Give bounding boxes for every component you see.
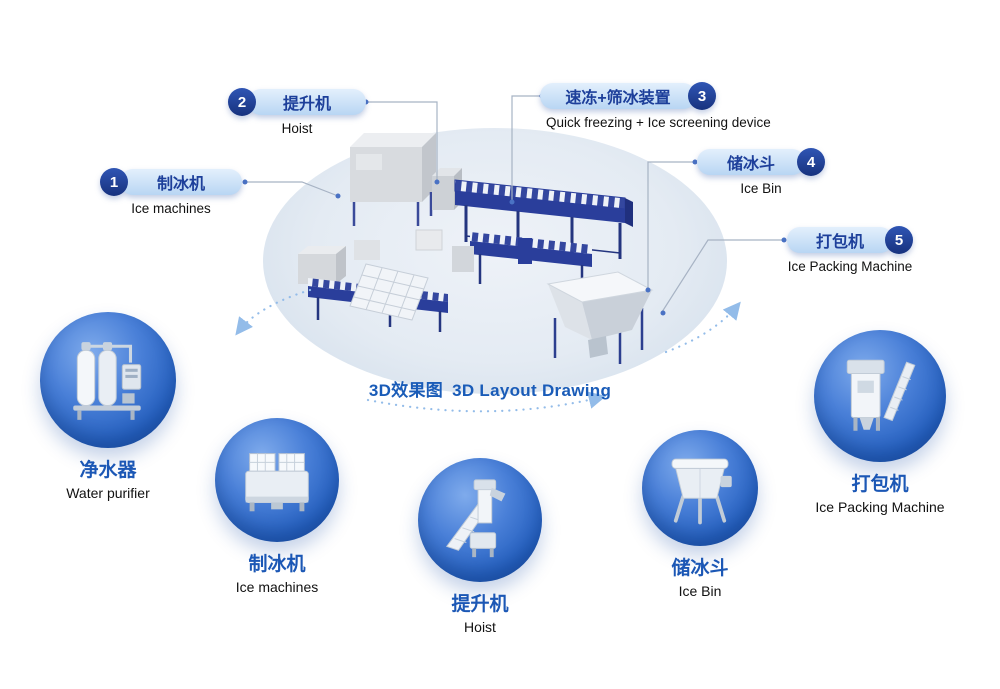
center-title-en: 3D Layout Drawing xyxy=(452,381,612,400)
callout-label-cn: 制冰机 xyxy=(120,169,242,195)
callout-pill: 储冰斗 4 xyxy=(697,148,825,176)
callout-pill: 打包机 5 xyxy=(787,226,913,254)
station-label-en: Ice Packing Machine xyxy=(815,499,945,515)
callout-label-en: Quick freezing + Ice screening device xyxy=(546,115,771,130)
callout-number-badge: 5 xyxy=(885,226,913,254)
callout-label-en: Hoist xyxy=(281,121,313,136)
station-label-cn: 净水器 xyxy=(79,460,137,481)
callout-label-cn: 储冰斗 xyxy=(697,149,805,175)
station-label-cn: 提升机 xyxy=(451,594,509,615)
station-orb xyxy=(215,418,339,542)
center-title-cn: 3D效果图 xyxy=(368,381,444,400)
callout-label-en: Ice Bin xyxy=(740,181,782,196)
station-orb xyxy=(814,330,946,462)
ice-machine-cabinet xyxy=(350,133,436,226)
hoist-icon xyxy=(445,479,506,558)
station-label-en: Ice machines xyxy=(235,579,319,595)
station-ice-machine: 制冰机 Ice machines xyxy=(197,418,357,595)
water-purifier-icon xyxy=(73,342,142,420)
station-label-cn: 打包机 xyxy=(851,474,909,495)
callout-ice-bin: 储冰斗 4 Ice Bin xyxy=(697,148,825,196)
hoist-column xyxy=(432,168,462,210)
callout-pill: 2 提升机 xyxy=(228,88,366,116)
callout-pill: 速冻+筛冰装置 3 xyxy=(540,82,716,110)
station-hoist: 提升机 Hoist xyxy=(400,458,560,635)
callout-label-cn: 速冻+筛冰装置 xyxy=(540,83,696,109)
callout-label-en: Ice machines xyxy=(131,201,211,216)
callout-number-badge: 4 xyxy=(797,148,825,176)
station-label-en: Water purifier xyxy=(66,485,150,501)
station-label-en: Hoist xyxy=(464,619,496,635)
packing-machine-icon xyxy=(846,359,916,431)
callout-number-badge: 3 xyxy=(688,82,716,110)
callout-hoist: 2 提升机 Hoist xyxy=(228,88,366,136)
ice-machine-icon xyxy=(245,453,309,512)
station-ice-bin: 储冰斗 Ice Bin xyxy=(620,430,780,599)
station-label-cn: 储冰斗 xyxy=(671,558,729,579)
callout-ice-machine: 1 制冰机 Ice machines xyxy=(100,168,242,216)
station-orb xyxy=(40,312,176,448)
ice-bin-icon xyxy=(671,458,732,525)
callout-label-cn: 提升机 xyxy=(248,89,366,115)
station-orb xyxy=(418,458,542,582)
left-machines xyxy=(298,240,380,284)
callout-number-badge: 1 xyxy=(100,168,128,196)
center-console xyxy=(415,229,532,272)
station-label-cn: 制冰机 xyxy=(248,554,306,575)
center-title: 3D效果图 3D Layout Drawing xyxy=(290,376,690,401)
callout-packing-machine: 打包机 5 Ice Packing Machine xyxy=(770,226,930,274)
station-water-purifier: 净水器 Water purifier xyxy=(27,312,189,501)
callout-number-badge: 2 xyxy=(228,88,256,116)
station-packing-machine: 打包机 Ice Packing Machine xyxy=(800,330,960,515)
callout-label-cn: 打包机 xyxy=(787,227,893,253)
callout-label-en: Ice Packing Machine xyxy=(787,259,913,274)
station-orb xyxy=(642,430,758,546)
production-line-3d-drawing xyxy=(298,133,654,364)
ice-bin-hopper xyxy=(546,271,654,364)
slat-ramp xyxy=(349,263,429,321)
callout-quick-freezing-screening: 速冻+筛冰装置 3 Quick freezing + Ice screening… xyxy=(540,82,771,130)
callout-pill: 1 制冰机 xyxy=(100,168,242,196)
station-label-en: Ice Bin xyxy=(678,583,722,599)
